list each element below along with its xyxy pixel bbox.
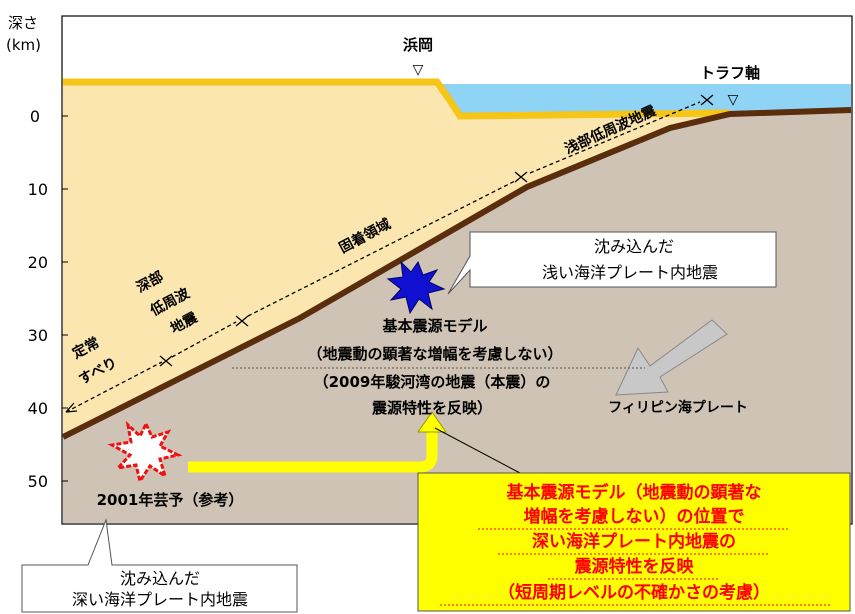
callout-shallow-box bbox=[447, 231, 777, 295]
model-line4: 震源特性を反映） bbox=[372, 399, 492, 417]
callout-deep-line1: 沈み込んだ bbox=[120, 569, 200, 588]
tick-0: 0 bbox=[30, 107, 40, 126]
tick-10: 10 bbox=[28, 180, 48, 199]
y-axis-ticks bbox=[62, 115, 68, 482]
callout-deep-line2: 深い海洋プレート内地震 bbox=[72, 590, 248, 609]
highlight-line3: 深い海洋プレート内地震の bbox=[532, 531, 736, 552]
model-line3: （2009年駿河湾の地震（本震）の bbox=[314, 373, 551, 391]
highlight-text: 基本震源モデル（地震動の顕著な 増幅を考慮しない）の位置で 深い海洋プレート内地… bbox=[498, 482, 770, 603]
plate-direction-arrow bbox=[615, 319, 728, 396]
model-line1: 基本震源モデル bbox=[381, 317, 487, 335]
callout-deep-box bbox=[21, 518, 298, 613]
highlight-line1: 基本震源モデル（地震動の顕著な bbox=[506, 482, 762, 503]
tick-50: 50 bbox=[28, 472, 48, 491]
axis-title-line2: (km) bbox=[6, 36, 41, 54]
trough-marker-icon: ▽ bbox=[728, 92, 739, 108]
highlight-pointer bbox=[434, 427, 521, 474]
tick-30: 30 bbox=[28, 326, 48, 345]
shallow-event-star bbox=[386, 260, 446, 315]
tick-40: 40 bbox=[28, 399, 48, 418]
yellow-arrow-head bbox=[417, 411, 447, 433]
trough-label: トラフ軸 bbox=[700, 64, 760, 82]
hamaoka-marker-icon: ▽ bbox=[413, 62, 424, 78]
hamaoka-label: 浜岡 bbox=[403, 36, 433, 54]
yellow-link-arrow bbox=[188, 428, 438, 473]
highlight-line2: 増幅を考慮しない）の位置で bbox=[524, 506, 745, 527]
highlight-line4: 震源特性を反映 bbox=[574, 556, 695, 577]
event-2001-label: 2001年芸予（参考） bbox=[97, 491, 244, 509]
highlight-line5: （短周期レベルの不確かさの考慮） bbox=[498, 582, 770, 603]
tick-20: 20 bbox=[28, 253, 48, 272]
highlight-underlines bbox=[440, 528, 830, 606]
sea-region bbox=[437, 84, 851, 116]
geiyo-event-star bbox=[107, 420, 183, 485]
model-line2: （地震動の顕著な増幅を考慮しない） bbox=[307, 345, 562, 363]
zone-arrows bbox=[65, 94, 714, 413]
axis-title-line1: 深さ bbox=[8, 14, 38, 32]
callout-shallow-line2: 浅い海洋プレート内地震 bbox=[542, 263, 718, 282]
callout-shallow-line1: 沈み込んだ bbox=[594, 237, 674, 256]
plate-boundary bbox=[61, 107, 852, 440]
philippine-sea-plate bbox=[63, 110, 851, 523]
highlight-box bbox=[417, 472, 851, 612]
plate-label: フィリピン海プレート bbox=[608, 399, 748, 416]
ground-surface bbox=[63, 78, 731, 120]
